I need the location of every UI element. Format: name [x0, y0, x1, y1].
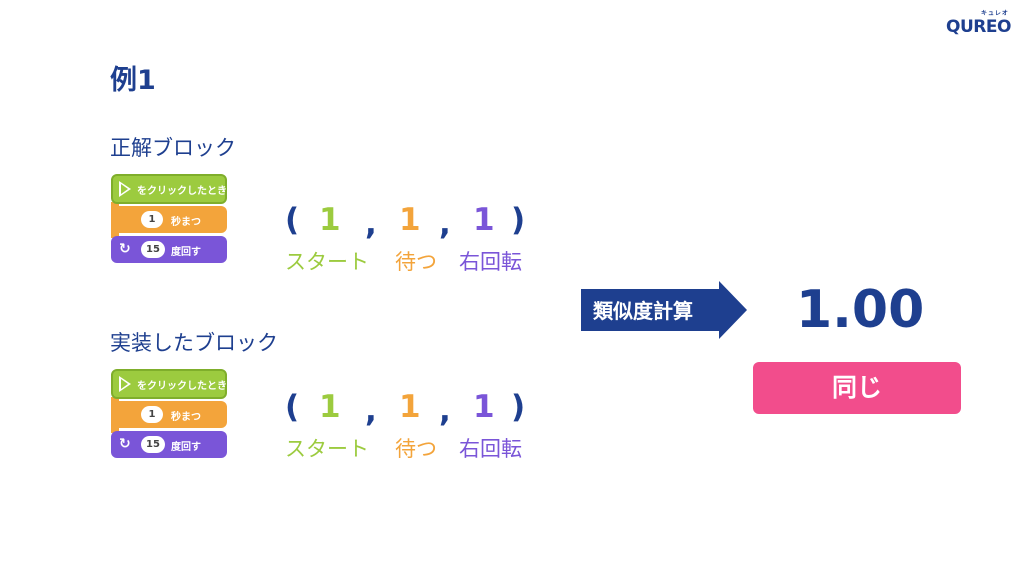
turn-right-icon: ↻ — [119, 436, 131, 452]
similarity-arrow: 類似度計算 — [581, 281, 749, 339]
correct-blocks-label: 正解ブロック — [110, 136, 236, 160]
turn-block-label: 度回す — [171, 247, 201, 258]
start-block-label: をクリックしたとき — [137, 381, 227, 392]
play-icon — [119, 376, 131, 392]
arrow-right-icon — [581, 281, 747, 339]
start-block-label: をクリックしたとき — [137, 186, 227, 197]
wait-value-pill: 1 — [141, 406, 163, 423]
play-icon — [119, 181, 131, 197]
tuple-comma: , — [365, 393, 377, 429]
tuple-value-start: 1 — [319, 389, 341, 425]
wait-value-pill: 1 — [141, 211, 163, 228]
tuple-comma: , — [439, 393, 451, 429]
wait-block-label: 秒まつ — [171, 412, 201, 423]
turn-value-pill: 15 — [141, 436, 165, 453]
start-block: をクリックしたとき — [111, 174, 227, 204]
implemented-blocks-label: 実装したブロック — [110, 331, 278, 355]
tuple-label-turn: 右回転 — [459, 437, 522, 461]
turn-block: ↻ 15 度回す — [111, 431, 227, 458]
turn-block-label: 度回す — [171, 442, 201, 453]
tuple-label-wait: 待つ — [395, 437, 437, 461]
start-block: をクリックしたとき — [111, 369, 227, 399]
tuple-value-wait: 1 — [399, 389, 421, 425]
tuple-label-turn: 右回転 — [459, 250, 522, 274]
turn-value-pill: 15 — [141, 241, 165, 258]
implemented-block-stack: 1 秒まつ ↻ 15 度回す をクリックしたとき — [111, 369, 231, 469]
logo-wordmark: QUREO — [946, 17, 1011, 37]
tuple-value-start: 1 — [319, 202, 341, 238]
tuple-label-start: スタート — [285, 437, 369, 461]
qureo-logo: キュレオ QUREO — [946, 8, 1014, 38]
tuple-value-turn: 1 — [473, 389, 495, 425]
tuple-open-paren: ( — [285, 389, 300, 425]
similarity-label: 類似度計算 — [593, 299, 693, 323]
correct-tuple: ( 1 , 1 , 1 ) スタート 待つ 右回転 — [283, 202, 543, 282]
turn-right-icon: ↻ — [119, 241, 131, 257]
correct-block-stack: 1 秒まつ ↻ 15 度回す をクリックしたとき — [111, 174, 231, 274]
tuple-open-paren: ( — [285, 202, 300, 238]
similarity-score: 1.00 — [796, 280, 925, 340]
wait-block: 1 秒まつ — [111, 401, 227, 428]
tuple-close-paren: ) — [511, 202, 526, 238]
implemented-tuple: ( 1 , 1 , 1 ) スタート 待つ 右回転 — [283, 389, 543, 469]
example-title: 例1 — [110, 65, 156, 96]
wait-block-label: 秒まつ — [171, 217, 201, 228]
tuple-close-paren: ) — [511, 389, 526, 425]
tuple-value-turn: 1 — [473, 202, 495, 238]
turn-block: ↻ 15 度回す — [111, 236, 227, 263]
verdict-badge: 同じ — [753, 362, 961, 414]
logo-ruby: キュレオ — [981, 10, 1009, 17]
tuple-label-wait: 待つ — [395, 250, 437, 274]
tuple-comma: , — [439, 206, 451, 242]
wait-block: 1 秒まつ — [111, 206, 227, 233]
tuple-value-wait: 1 — [399, 202, 421, 238]
tuple-label-start: スタート — [285, 250, 369, 274]
tuple-comma: , — [365, 206, 377, 242]
